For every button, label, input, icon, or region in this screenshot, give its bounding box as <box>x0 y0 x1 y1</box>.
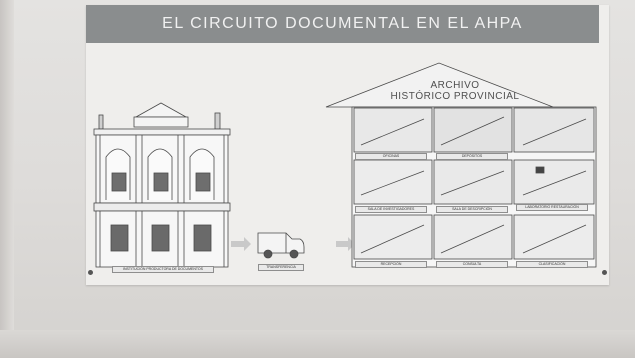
producing-institution-building <box>93 102 231 268</box>
caption-room2: DEPÓSITOS <box>436 153 508 160</box>
caption-room1: OFICINAS <box>355 153 427 160</box>
wall-shadow-bottom <box>0 330 635 358</box>
caption-room8: CLASIFICACIÓN <box>516 261 588 268</box>
caption-room4: SALA DE DESCRIPCIÓN <box>436 206 508 213</box>
flow-arrows <box>231 237 355 251</box>
caption-room6: RECEPCIÓN <box>355 261 427 268</box>
wall-shadow-left <box>0 0 14 358</box>
circuit-illustration <box>93 62 597 268</box>
caption-building: INSTITUCIÓN PRODUCTORA DE DOCUMENTOS <box>112 266 214 273</box>
archive-house <box>325 62 597 268</box>
caption-room7: CONSULTA <box>436 261 508 268</box>
transfer-van <box>257 232 305 259</box>
poster-banner: EL CIRCUITO DOCUMENTAL EN EL AHPA <box>86 5 599 43</box>
corner-screw-left <box>88 270 93 275</box>
corner-screw-right <box>602 270 607 275</box>
caption-room5: LABORATORIO RESTAURACIÓN <box>516 204 588 211</box>
archive-title: ARCHIVO HISTÓRICO PROVINCIAL <box>370 80 540 102</box>
caption-room3: SALA DE INVESTIGADORES <box>355 206 427 213</box>
poster-title: EL CIRCUITO DOCUMENTAL EN EL AHPA <box>162 15 523 32</box>
caption-van: TRANSFERENCIA <box>258 264 304 271</box>
archive-title-line2: HISTÓRICO PROVINCIAL <box>390 91 520 102</box>
archive-title-line1: ARCHIVO <box>430 80 480 91</box>
